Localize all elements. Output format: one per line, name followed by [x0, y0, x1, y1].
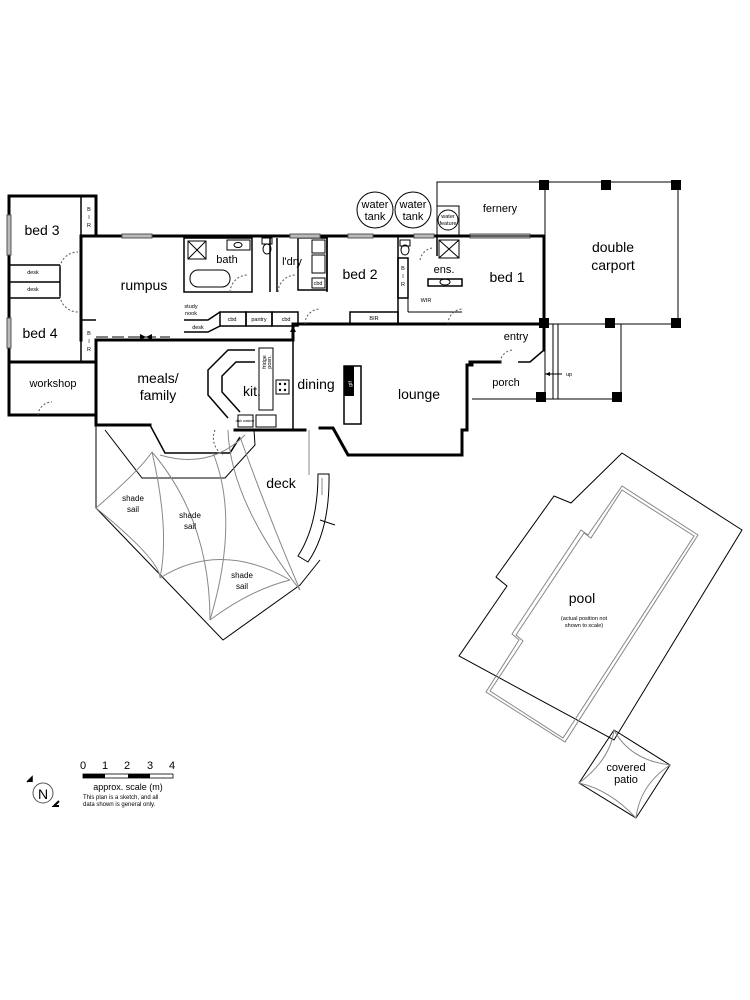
svg-text:shade: shade	[231, 571, 253, 580]
carport	[436, 180, 681, 402]
svg-text:R: R	[87, 347, 91, 353]
label-carport-2: carport	[591, 257, 635, 273]
svg-text:I: I	[402, 274, 404, 280]
fixture-labels: B I R B I R B I R BIR desk desk study no…	[27, 199, 607, 629]
label-laundry: l'dry	[282, 256, 302, 268]
svg-text:R: R	[87, 223, 91, 229]
pool	[458, 452, 743, 819]
svg-text:sail: sail	[127, 505, 139, 514]
label-meals-2: family	[140, 387, 177, 403]
svg-text:water: water	[440, 214, 455, 220]
label-bed3: bed 3	[24, 222, 59, 238]
label-patio-1: covered	[606, 762, 645, 774]
svg-text:sail: sail	[236, 582, 248, 591]
label-ensuite: ens.	[434, 264, 455, 276]
room-labels: bed 3 bed 4 workshop rumpus bath l'dry b…	[22, 203, 645, 786]
scale-bar: 0 1 2 3 4 approx. scale (m) This plan is…	[80, 760, 175, 808]
svg-text:water: water	[399, 199, 427, 211]
svg-text:shown to scale): shown to scale)	[565, 623, 603, 629]
svg-text:4: 4	[169, 760, 175, 772]
fireplace	[343, 365, 362, 425]
label-workshop: workshop	[28, 378, 76, 390]
svg-text:desk: desk	[192, 325, 204, 331]
svg-text:dish washer: dish washer	[236, 419, 256, 423]
svg-text:cbd: cbd	[282, 317, 291, 323]
pantry-row	[184, 311, 299, 340]
svg-text:(actual position not: (actual position not	[561, 616, 608, 622]
deck	[95, 425, 336, 641]
svg-text:shade: shade	[122, 494, 144, 503]
svg-text:study: study	[184, 304, 197, 310]
svg-text:1: 1	[102, 760, 108, 772]
label-entry: entry	[504, 331, 529, 343]
label-deck: deck	[266, 475, 297, 491]
svg-text:nook: nook	[185, 311, 197, 317]
west-wing-internal	[6, 196, 170, 417]
svg-text:desk: desk	[27, 270, 39, 276]
svg-text:fridge: fridge	[262, 355, 268, 369]
label-fernery: fernery	[483, 203, 518, 215]
svg-text:approx. scale (m): approx. scale (m)	[93, 782, 163, 792]
svg-text:cbd: cbd	[228, 317, 237, 323]
svg-text:feature: feature	[439, 221, 456, 227]
label-dining: dining	[297, 376, 334, 392]
svg-text:data shown is general only.: data shown is general only.	[83, 802, 156, 808]
svg-text:shade: shade	[179, 511, 201, 520]
svg-text:N: N	[38, 786, 48, 802]
svg-text:2: 2	[124, 760, 130, 772]
svg-text:gif: gif	[348, 381, 354, 387]
label-kitchen: kit.	[243, 383, 261, 399]
label-patio-2: patio	[614, 774, 638, 786]
svg-text:sail: sail	[184, 522, 196, 531]
wir-label: WIR	[421, 298, 432, 304]
north-arrow-icon: N	[26, 775, 60, 807]
svg-text:posn.: posn.	[267, 355, 273, 369]
label-carport-1: double	[592, 239, 634, 255]
svg-text:I: I	[88, 215, 90, 221]
svg-text:R: R	[401, 282, 405, 288]
svg-text:desk: desk	[27, 287, 39, 293]
label-meals-1: meals/	[137, 370, 178, 386]
svg-text:3: 3	[147, 760, 153, 772]
svg-text:tank: tank	[403, 211, 424, 223]
label-bath: bath	[216, 254, 237, 266]
svg-text:I: I	[88, 339, 90, 345]
svg-text:cbd: cbd	[314, 281, 323, 287]
water-tanks	[356, 191, 460, 237]
svg-text:up: up	[566, 372, 572, 378]
bir-bed2: BIR	[369, 316, 378, 322]
svg-text:B: B	[87, 207, 91, 213]
svg-text:water: water	[361, 199, 389, 211]
wet-areas	[183, 233, 328, 293]
svg-text:0: 0	[80, 760, 86, 772]
label-rumpus: rumpus	[121, 277, 168, 293]
legend: N 0 1 2 3 4 approx. scale (m) This plan …	[26, 760, 175, 808]
label-bed2: bed 2	[342, 266, 377, 282]
kitchen-bench	[207, 347, 290, 428]
svg-text:B: B	[87, 331, 91, 337]
label-lounge: lounge	[398, 386, 440, 402]
label-bed1: bed 1	[489, 269, 524, 285]
svg-text:This plan is a sketch, and all: This plan is a sketch, and all	[83, 795, 158, 801]
svg-text:B: B	[401, 266, 405, 272]
svg-text:pantry: pantry	[251, 317, 267, 323]
bedroom-wing	[304, 233, 531, 325]
label-pool: pool	[569, 590, 595, 606]
label-porch: porch	[492, 377, 520, 389]
svg-text:tank: tank	[365, 211, 386, 223]
label-bed4: bed 4	[22, 325, 57, 341]
